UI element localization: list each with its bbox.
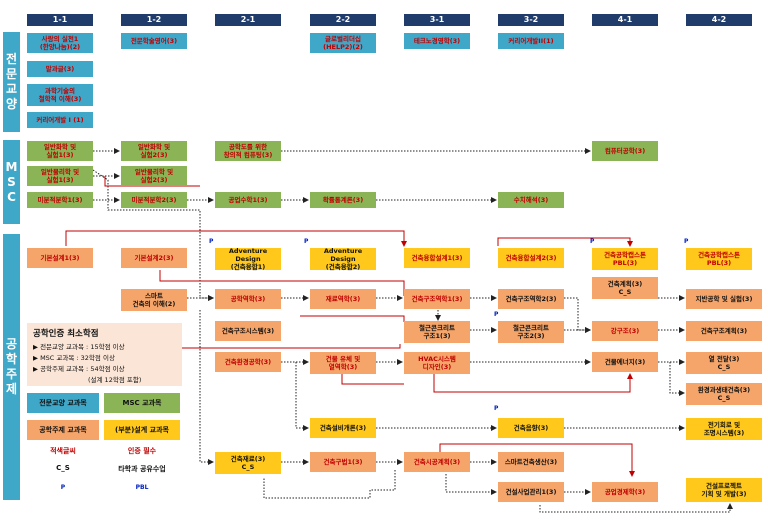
p-marker: P	[209, 238, 214, 245]
p-marker: P	[590, 238, 595, 245]
course-box: 철근콘크리트 구조2(3)	[498, 321, 564, 343]
course-box: 건물에너지(3)	[592, 352, 658, 372]
course-box: 스마트 건축의 이해(2)	[121, 289, 187, 311]
course-box: 수치해석(3)	[498, 192, 564, 208]
course-box: 일반물리학 및 실험1(3)	[27, 166, 93, 186]
course-box: 테크노경영학(3)	[404, 33, 470, 49]
course-box: 미분적분학2(3)	[121, 192, 187, 208]
legend-cs: C_S	[56, 464, 70, 472]
semester-header-4-1: 4-1	[592, 14, 658, 26]
semester-header-4-2: 4-2	[686, 14, 752, 26]
course-box: 커리어개발 I (1)	[27, 112, 93, 128]
semester-header-2-1: 2-1	[215, 14, 281, 26]
course-box: 일반화학 및 실험2(3)	[121, 141, 187, 161]
semester-header-2-2: 2-2	[310, 14, 376, 26]
course-box: Adventure Design (건축융합2)	[310, 247, 376, 271]
course-box: 건축계획(3) C_S	[592, 277, 658, 299]
course-box: 공업경제학(3)	[592, 482, 658, 502]
course-box: 공학도를 위한 창의적 컴퓨팅(3)	[215, 141, 281, 161]
course-box: 건축음향(3)	[498, 418, 564, 438]
semester-header-3-1: 3-1	[404, 14, 470, 26]
course-box: 강구조(3)	[592, 321, 658, 341]
requirements-box	[27, 323, 182, 386]
semester-header-1-2: 1-2	[121, 14, 187, 26]
legend-major: 공학주제 교과목	[27, 420, 99, 440]
course-box: 공학역학(3)	[215, 289, 281, 309]
course-box: 글로벌리더십 (HELP2)(2)	[310, 33, 376, 53]
course-box: 건축재료(3) C_S	[215, 452, 281, 474]
category-general-label: 전 문 교 양	[3, 32, 20, 132]
course-box: 건설프로젝트 기획 및 개발(3)	[686, 478, 762, 502]
course-box: 사랑의 실천1 (한양나눔)(2)	[27, 33, 93, 53]
requirements-line: ▶ MSC 교과목 : 32학점 이상	[33, 354, 115, 362]
course-box: 건축융합설계2(3)	[498, 248, 564, 268]
legend-joint: 타학과 공유수업	[118, 465, 166, 473]
course-box: 공업수학1(3)	[215, 192, 281, 208]
course-box: 건축공학캡스톤 PBL(3)	[686, 248, 752, 270]
course-box: 전문학술영어(3)	[121, 33, 187, 49]
course-box: 지반공학 및 실험(3)	[686, 289, 762, 309]
course-box: 기본설계2(3)	[121, 248, 187, 268]
course-box: 건축환경공학(3)	[215, 352, 281, 372]
legend-design: (부분)설계 교과목	[104, 420, 180, 440]
course-box: 일반화학 및 실험1(3)	[27, 141, 93, 161]
course-box: 건설사업관리1(3)	[498, 482, 564, 502]
p-marker: P	[684, 238, 689, 245]
course-box: 건축구조역학2(3)	[498, 289, 564, 309]
p-marker: P	[494, 311, 499, 318]
course-box: 열 전달(3) C_S	[686, 352, 762, 374]
course-box: 건축구조역학1(3)	[404, 289, 470, 309]
requirements-title: 공학인증 최소학점	[33, 329, 99, 339]
course-box: Adventure Design (건축융합1)	[215, 247, 281, 271]
course-box: 커리어개발II(1)	[498, 33, 564, 49]
course-box: 건축구조계획(3)	[686, 321, 762, 341]
course-box: 건축융합설계1(3)	[404, 248, 470, 268]
legend-msc: MSC 교과목	[104, 393, 180, 413]
course-box: 스마트건축생산(3)	[498, 452, 564, 472]
legend-pbl: PBL	[135, 484, 149, 491]
course-box: 과학기술의 철학적 이해(3)	[27, 84, 93, 106]
course-box: 건축구법1(3)	[310, 452, 376, 472]
legend-red-text: 적색글씨	[50, 447, 76, 455]
course-box: 건물 유체 및 열역학(3)	[310, 352, 376, 374]
course-box: 말과글(3)	[27, 61, 93, 77]
course-box: 철근콘크리트 구조1(3)	[404, 321, 470, 343]
course-box: 확률통계론(3)	[310, 192, 376, 208]
course-box: 미분적분학1(3)	[27, 192, 93, 208]
semester-header-1-1: 1-1	[27, 14, 93, 26]
legend-general: 전문교양 교과목	[27, 393, 99, 413]
course-box: 일반물리학 및 실험2(3)	[121, 166, 187, 186]
course-box: 건축설비개론(3)	[310, 418, 376, 438]
course-box: HVAC시스템 디자인(3)	[404, 352, 470, 374]
p-marker: P	[304, 238, 309, 245]
p-marker: P	[494, 405, 499, 412]
course-box: 건축구조시스템(3)	[215, 321, 281, 341]
requirements-line: ▶ 공학주제 교과목 : 54학점 이상	[33, 365, 125, 373]
category-major-label: 공 학 주 제	[3, 234, 20, 500]
legend-required: 인증 필수	[127, 447, 157, 455]
course-box: 건축공학캡스톤 PBL(3)	[592, 248, 658, 270]
course-box: 환경과생태건축(3) C_S	[686, 383, 762, 405]
course-box: 건축시공계획(3)	[404, 452, 470, 472]
category-msc-label: M S C	[3, 140, 20, 224]
semester-header-3-2: 3-2	[498, 14, 564, 26]
legend-p: P	[60, 484, 66, 491]
course-box: 컴퓨터공학(3)	[592, 141, 658, 161]
course-box: 전기회로 및 조명시스템(3)	[686, 418, 762, 440]
course-box: 재료역학(3)	[310, 289, 376, 309]
requirements-line: (설계 12학점 포함)	[88, 376, 142, 384]
course-box: 기본설계1(3)	[27, 248, 93, 268]
requirements-line: ▶ 전문교양 교과목 : 15학점 이상	[33, 343, 125, 351]
